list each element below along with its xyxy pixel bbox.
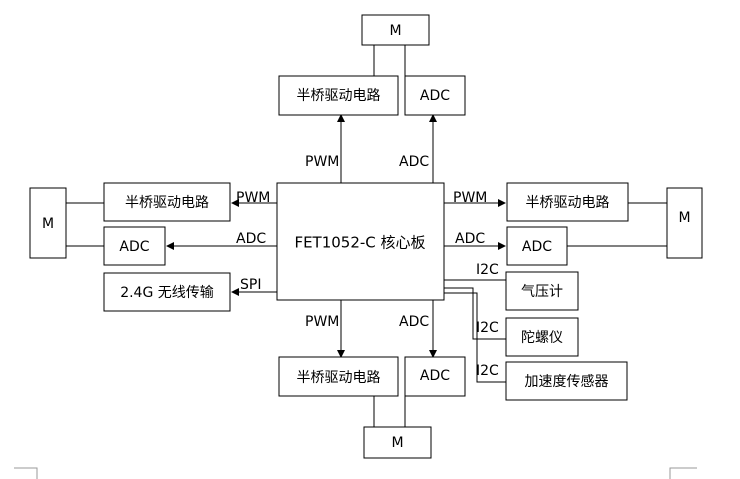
label-i2c-baro: I2C [476,262,499,278]
gyroscope: 陀螺仪 [505,317,579,357]
adc-left-label: ADC [119,239,149,255]
motor-top-label: M [389,23,401,39]
label-pwm-top: PWM [305,154,339,170]
motor-bottom-label: M [391,435,403,451]
wireless-module: 2.4G 无线传输 [103,272,231,312]
barometer: 气压计 [505,271,579,311]
motor-right: M [666,187,703,259]
drive-bottom-label: 半桥驱动电路 [297,370,381,386]
connections [66,45,667,427]
label-pwm-right: PWM [453,190,487,206]
gyroscope-label: 陀螺仪 [521,330,563,346]
adc-left: ADC [103,226,166,266]
drive-top: 半桥驱动电路 [278,75,399,116]
conn-i2c-gyro [444,287,506,340]
adc-right-label: ADC [522,239,552,255]
wireless-module-label: 2.4G 无线传输 [120,285,214,301]
adc-top-label: ADC [420,88,450,104]
label-adc-left: ADC [236,231,266,247]
core-board-label: FET1052-C 核心板 [294,234,425,252]
label-adc-top: ADC [399,154,429,170]
label-i2c-accel: I2C [476,363,499,379]
barometer-label: 气压计 [521,284,563,300]
motor-bottom: M [363,426,432,459]
motor-top: M [361,14,430,46]
adc-right: ADC [506,226,568,266]
label-pwm-bottom: PWM [305,314,339,330]
accelerometer-label: 加速度传感器 [525,373,609,390]
drive-left: 半桥驱动电路 [103,182,231,222]
motor-left: M [29,187,67,259]
drive-right-label: 半桥驱动电路 [526,195,610,211]
motor-left-label: M [42,216,54,232]
page-corner-marks [14,467,697,479]
core-board: FET1052-C 核心板 [276,182,445,301]
label-i2c-gyro: I2C [476,320,499,336]
label-spi: SPI [240,277,261,293]
accelerometer: 加速度传感器 [505,361,628,401]
drive-bottom: 半桥驱动电路 [278,356,399,397]
conn-i2c-accel [444,292,506,383]
label-pwm-left: PWM [236,190,270,206]
drive-top-label: 半桥驱动电路 [297,88,381,104]
drive-right: 半桥驱动电路 [506,182,629,222]
drive-left-label: 半桥驱动电路 [125,195,209,211]
motor-right-label: M [678,210,690,226]
adc-bottom-label: ADC [420,368,450,384]
adc-top: ADC [404,75,466,116]
adc-bottom: ADC [404,356,466,397]
signal-labels: PWM ADC PWM ADC SPI PWM ADC I2C PWM ADC … [236,154,499,379]
label-adc-right: ADC [455,231,485,247]
label-adc-bottom: ADC [399,314,429,330]
